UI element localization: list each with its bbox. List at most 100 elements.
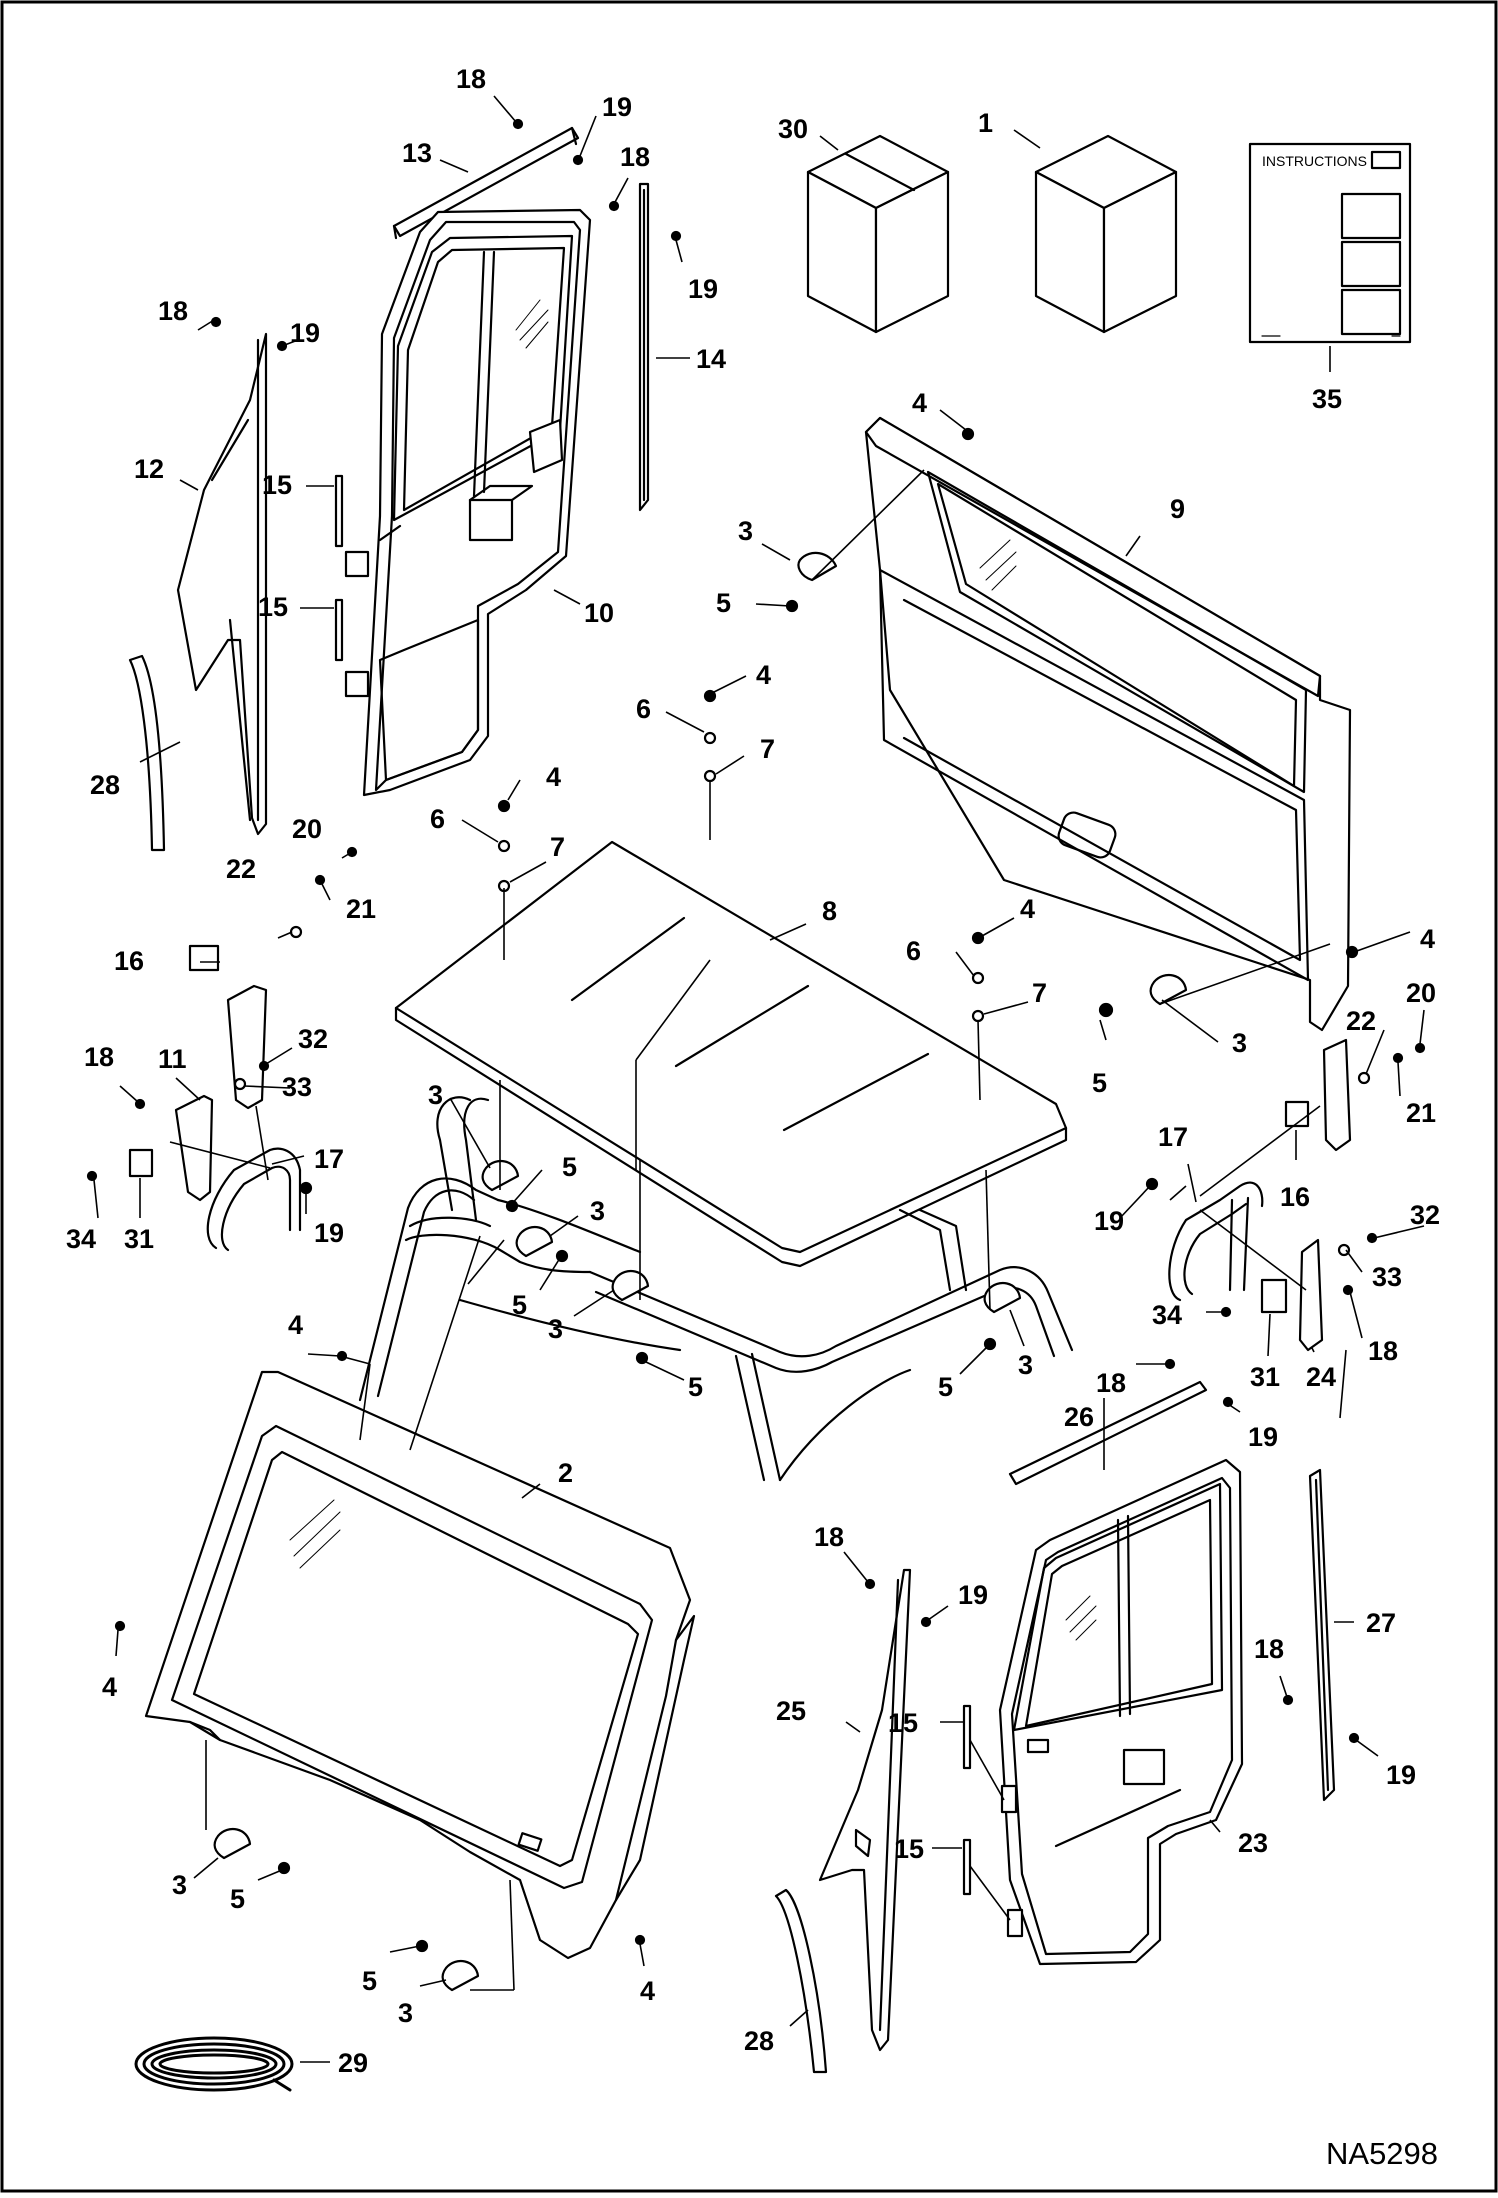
callout-label: 30 xyxy=(778,114,808,144)
callout-label: 26 xyxy=(1064,1402,1094,1432)
callout-label: 3 xyxy=(548,1314,563,1344)
callout-label: 21 xyxy=(1406,1098,1436,1128)
callout-label: 16 xyxy=(1280,1182,1310,1212)
callout-label: 4 xyxy=(912,388,927,418)
callout-label: 3 xyxy=(1232,1028,1247,1058)
callout-label: 4 xyxy=(102,1672,117,1702)
roof-panel-part-8 xyxy=(394,840,1068,1268)
callout-label: 18 xyxy=(456,64,486,94)
windshield-part-2 xyxy=(144,1370,696,1960)
hinge-pin-part-15-upper-right xyxy=(962,1704,972,1770)
callout-label: 34 xyxy=(1152,1300,1182,1330)
callout-label: 19 xyxy=(1248,1422,1278,1452)
hinge-pin-part-15-lower-right xyxy=(962,1838,972,1896)
callout-label: 4 xyxy=(640,1976,655,2006)
callout-label: 25 xyxy=(776,1696,806,1726)
callout-label: 9 xyxy=(1170,494,1185,524)
rear-window-part-9 xyxy=(864,416,1352,1032)
callout-label: 21 xyxy=(346,894,376,924)
callout-label: 15 xyxy=(888,1708,918,1738)
callout-label: 5 xyxy=(1092,1068,1107,1098)
callout-label: 15 xyxy=(894,1834,924,1864)
callout-label: 6 xyxy=(906,936,921,966)
corner-post-part-25 xyxy=(818,1568,912,2052)
callout-label: 18 xyxy=(1254,1634,1284,1664)
seal-strip-part-27 xyxy=(1308,1468,1336,1802)
callout-label: 3 xyxy=(172,1870,187,1900)
mounting-strip-part-26 xyxy=(1008,1380,1208,1486)
leader-lines xyxy=(93,95,1425,2063)
latch-part-31-left xyxy=(128,1148,154,1178)
callout-label: 24 xyxy=(1306,1362,1336,1392)
corner-post-part-12 xyxy=(176,332,268,836)
clamp-part-3-a xyxy=(797,551,838,582)
clamp-part-3-f xyxy=(983,1281,1022,1314)
callout-label: 5 xyxy=(562,1152,577,1182)
latch-part-31-right xyxy=(1260,1278,1288,1314)
callout-label: 3 xyxy=(428,1080,443,1110)
callout-label: 14 xyxy=(696,344,726,374)
callout-label: 19 xyxy=(688,274,718,304)
clamp-part-3-d xyxy=(515,1225,554,1258)
callout-label: 17 xyxy=(1158,1122,1188,1152)
callout-label: 4 xyxy=(756,660,771,690)
callout-label: 5 xyxy=(688,1372,703,1402)
callout-label: 6 xyxy=(636,694,651,724)
callout-label: 5 xyxy=(362,1966,377,1996)
bracket-part-24 xyxy=(1298,1238,1324,1352)
callout-label: 7 xyxy=(1032,978,1047,1008)
callout-label: 19 xyxy=(1094,1206,1124,1236)
instructions-sheet-label: INSTRUCTIONS xyxy=(1262,153,1367,169)
callout-label: 18 xyxy=(1096,1368,1126,1398)
callout-label: 19 xyxy=(1386,1760,1416,1790)
instructions-sheet-part-35 xyxy=(1248,142,1412,344)
callout-label: 13 xyxy=(402,138,432,168)
callout-label: 33 xyxy=(1372,1262,1402,1292)
bracket-part-16-left xyxy=(188,944,268,1110)
callout-label: 16 xyxy=(114,946,144,976)
callout-label: 31 xyxy=(1250,1362,1280,1392)
callout-label: 4 xyxy=(546,762,561,792)
callout-label: 5 xyxy=(938,1372,953,1402)
callout-label: 7 xyxy=(760,734,775,764)
callout-label: 19 xyxy=(314,1218,344,1248)
door-seal-part-28-left xyxy=(128,654,166,852)
callout-label: 20 xyxy=(1406,978,1436,1008)
callout-label: 3 xyxy=(398,1998,413,2028)
callout-label: 4 xyxy=(288,1310,303,1340)
grab-handle-part-17-right xyxy=(1168,1181,1264,1302)
clamp-part-3-h xyxy=(441,1959,480,1992)
callout-label: 1 xyxy=(978,108,993,138)
callout-label: 19 xyxy=(958,1580,988,1610)
callout-label: 35 xyxy=(1312,384,1342,414)
callout-label: 22 xyxy=(226,854,256,884)
mounting-strip-part-13 xyxy=(392,126,580,240)
seal-strip-part-14 xyxy=(638,182,650,512)
hinge-pin-part-15-lower-left xyxy=(334,598,344,662)
clamp-part-3-g xyxy=(213,1827,252,1860)
callout-label: 20 xyxy=(292,814,322,844)
callout-label: 22 xyxy=(1346,1006,1376,1036)
left-door-part-10 xyxy=(344,208,592,797)
callout-label: 4 xyxy=(1420,924,1435,954)
callout-label: 18 xyxy=(1368,1336,1398,1366)
callout-label: 18 xyxy=(84,1042,114,1072)
callout-label: 32 xyxy=(1410,1200,1440,1230)
callout-label: 15 xyxy=(262,470,292,500)
callout-label: 6 xyxy=(430,804,445,834)
callout-label: 10 xyxy=(584,598,614,628)
callout-label: 2 xyxy=(558,1458,573,1488)
callout-label: 19 xyxy=(290,318,320,348)
callout-label: 12 xyxy=(134,454,164,484)
callout-label: 15 xyxy=(258,592,288,622)
callout-labels: 18 19 13 18 19 14 30 1 35 18 19 12 15 15… xyxy=(66,64,1440,2078)
door-seal-part-28-right xyxy=(774,1888,828,2074)
callout-label: 28 xyxy=(90,770,120,800)
clamp-part-3-e xyxy=(611,1269,650,1302)
callout-label: 3 xyxy=(738,516,753,546)
carton-box-part-30 xyxy=(806,134,950,334)
callout-label: 5 xyxy=(512,1290,527,1320)
callout-label: 18 xyxy=(814,1522,844,1552)
